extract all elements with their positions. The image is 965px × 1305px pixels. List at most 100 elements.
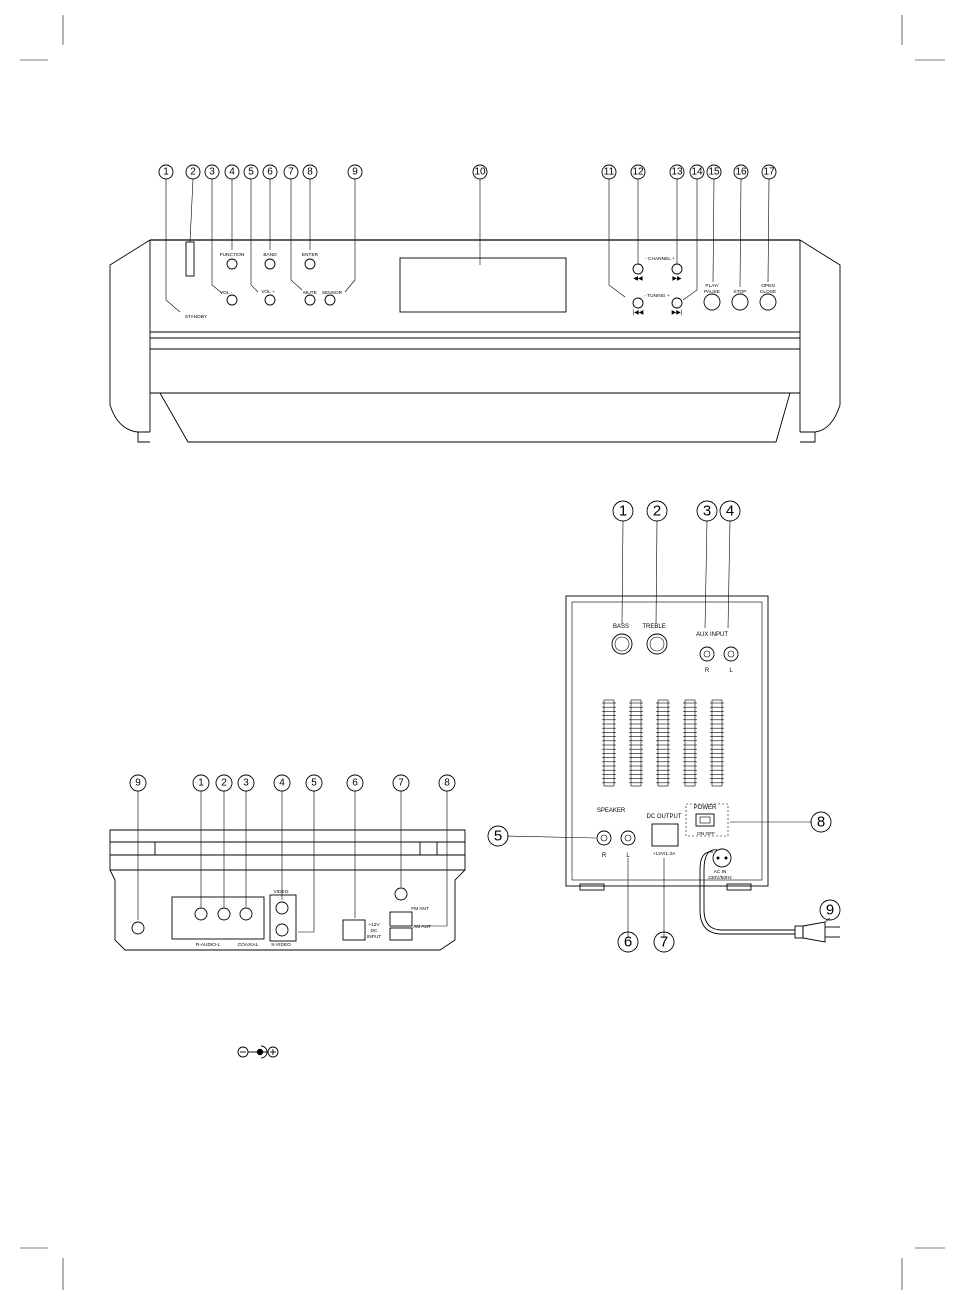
aux-r-jack [699, 646, 715, 662]
function-button [226, 258, 238, 270]
on-off-label: ON OFF [697, 831, 715, 837]
bass-label: BASS [613, 624, 629, 630]
function-label: FUNCTION [220, 252, 245, 258]
video-label: VIDEO [274, 889, 289, 895]
rear-callout-circle-6 [346, 774, 364, 792]
sub-callout-7: 7 [660, 934, 668, 951]
aux-l-label: L [729, 668, 733, 674]
rear-callout-1: 1 [198, 778, 204, 789]
mute-button [304, 294, 316, 306]
vol-plus-button [264, 294, 276, 306]
rear-callout-circle-5 [305, 774, 323, 792]
vent-column [684, 699, 696, 787]
power-plug-icon [794, 921, 840, 943]
sub-callout-circle-8 [810, 811, 832, 833]
svideo-jack [275, 923, 289, 937]
dc-output-jack [651, 823, 679, 847]
rear-jack-3 [239, 907, 253, 921]
speaker-r-jack [596, 830, 612, 846]
treble-knob [646, 633, 668, 655]
dc-input-jack [342, 919, 366, 941]
vol-plus-label: VOL + [261, 289, 275, 295]
rear-jack-1 [194, 907, 208, 921]
bass-knob [611, 633, 633, 655]
front-callout-13: 13 [671, 167, 683, 178]
front-callout-4: 4 [229, 167, 235, 178]
front-callout-circle-13 [669, 164, 685, 180]
svideo-label: S-VIDEO [271, 942, 291, 948]
dc-rating-label: +12V/1.3A [653, 851, 676, 857]
front-callout-circle-1 [158, 164, 174, 180]
rear-callout-2: 2 [221, 778, 227, 789]
enter-button [304, 258, 316, 270]
svg-text:▶▶|: ▶▶| [672, 310, 683, 316]
rear-callout-circle-3 [237, 774, 255, 792]
front-callout-17: 17 [763, 167, 775, 178]
ac-voltage-label: 230V/50Hz [708, 875, 732, 881]
sub-callout-1: 1 [619, 503, 627, 520]
front-callout-circle-9 [347, 164, 363, 180]
sensor [324, 294, 336, 306]
sub-callout-circle-4 [719, 500, 741, 522]
speaker-l-label: L [626, 853, 630, 859]
sub-callout-6: 6 [624, 934, 632, 951]
am-ant-terminal-1 [389, 911, 413, 927]
front-callout-circle-4 [224, 164, 240, 180]
front-callout-circle-14 [689, 164, 705, 180]
sub-callout-circle-6 [617, 931, 639, 953]
sub-callout-circle-1 [612, 500, 634, 522]
speaker-l-jack [620, 830, 636, 846]
rear-callout-circle-7 [392, 774, 410, 792]
power-switch [695, 813, 715, 827]
dc-polarity-icon [237, 1045, 279, 1059]
tuning-plus-button [671, 297, 683, 309]
subwoofer-rear [565, 595, 769, 887]
sub-callout-5: 5 [494, 828, 502, 845]
input-label: INPUT [367, 934, 381, 940]
rear-callout-circle-8 [438, 774, 456, 792]
dc-output-label: DC OUTPUT [647, 814, 682, 820]
ac-in-socket [712, 848, 732, 868]
play-pause-button [703, 293, 721, 311]
tuning-minus-button [632, 297, 644, 309]
audio-jack-group [171, 896, 265, 940]
aux-input-label: AUX INPUT [696, 632, 728, 638]
front-callout-circle-8 [302, 164, 318, 180]
front-callout-5: 5 [248, 167, 254, 178]
sub-callout-4: 4 [726, 503, 734, 520]
coaxial-label: COAXIAL [238, 942, 259, 948]
vent-column [657, 699, 669, 787]
front-callout-circle-16 [733, 164, 749, 180]
speaker-label: SPEAKER [597, 808, 626, 814]
rear-jack-9 [131, 921, 145, 935]
rear-callout-circle-2 [215, 774, 233, 792]
stop-button [731, 293, 749, 311]
rear-callout-3: 3 [243, 778, 249, 789]
standby-label: STANDBY [185, 314, 208, 320]
aux-r-label: R [705, 668, 710, 674]
channel-minus-button [632, 263, 644, 275]
am-ant-label: AM ANT [413, 924, 431, 930]
sub-callout-circle-2 [646, 500, 668, 522]
fm-ant-jack [394, 887, 408, 901]
front-callout-circle-3 [204, 164, 220, 180]
front-callout-16: 16 [735, 167, 747, 178]
front-callout-circle-10 [472, 164, 488, 180]
front-callout-12: 12 [632, 167, 644, 178]
front-callout-circle-12 [630, 164, 646, 180]
svg-text:◀◀: ◀◀ [633, 276, 643, 282]
front-panel-diagram: ◀◀ ▶▶ |◀◀ ▶▶| STANDBY FUNCTION VOL - BAN… [109, 164, 841, 443]
front-callout-circle-17 [761, 164, 777, 180]
disc-slot [185, 241, 195, 277]
audio-label: R-AUDIO-L [196, 942, 221, 948]
rear-callout-6: 6 [352, 778, 358, 789]
tuning-label: - TUNING + [644, 293, 670, 299]
band-button [264, 258, 276, 270]
rear-callout-circle-1 [192, 774, 210, 792]
front-callout-3: 3 [209, 167, 215, 178]
channel-label: - CHANNEL + [645, 256, 675, 262]
vent-column [711, 699, 723, 787]
sub-callout-3: 3 [703, 503, 711, 520]
treble-label: TREBLE [642, 624, 665, 630]
front-callout-circle-2 [185, 164, 201, 180]
